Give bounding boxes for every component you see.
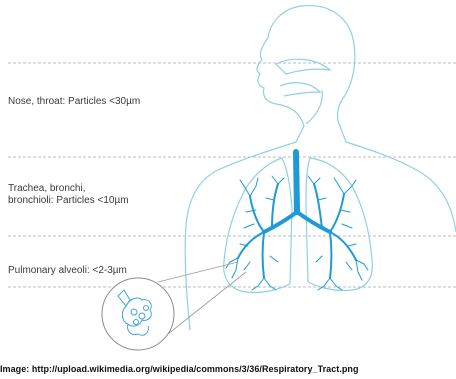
alveoli-zoom-circle: [102, 278, 174, 350]
bronchi-left: [238, 184, 278, 278]
throat-line: [306, 90, 322, 124]
image-source-caption: Image: http://upload.wikimedia.org/wikip…: [0, 364, 456, 375]
trachea: [296, 152, 297, 212]
shoulder-right: [420, 172, 456, 232]
body-outline: [185, 6, 456, 330]
nasal-cavity: [276, 59, 330, 74]
main-bronchus-right: [297, 212, 330, 232]
label-trachea-bronchi: Trachea, bronchi, bronchioli: Particles …: [8, 183, 129, 207]
airway-tree: [226, 152, 368, 290]
oral-cavity: [280, 83, 320, 96]
bronchi-right: [314, 184, 356, 278]
callout-connector-bottom: [168, 272, 246, 334]
label-nose-throat: Nose, throat: Particles <30µm: [8, 96, 140, 108]
face-outline: [257, 38, 304, 126]
label-pulmonary-alveoli: Pulmonary alveoli: <2-3µm: [8, 265, 127, 277]
head-outline: [268, 6, 420, 172]
